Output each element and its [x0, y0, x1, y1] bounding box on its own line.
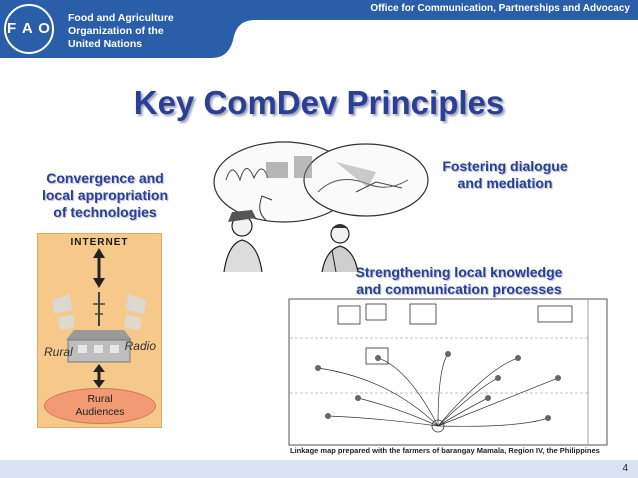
principle-knowledge-line-1: Strengthening local knowledge — [355, 264, 563, 280]
radio-tower-graphic — [52, 248, 146, 388]
principle-convergence-line-2: local appropriation — [41, 187, 168, 203]
header-band — [0, 0, 638, 62]
org-line-2: Organization of the — [68, 25, 164, 37]
page-number: 4 — [622, 463, 628, 474]
principle-convergence: Convergence and local appropriation of t… — [30, 170, 180, 221]
org-line-3: United Nations — [68, 38, 143, 50]
audience-line-2: Audiences — [75, 406, 125, 418]
org-line-1: Food and Agriculture — [68, 12, 174, 24]
principle-knowledge-line-2: and communication processes — [356, 281, 562, 297]
fao-logo: F A O — [4, 4, 54, 54]
internet-radio-diagram: INTERNET Rural Radio Rural Audiences — [37, 233, 162, 428]
dialogue-sketch-illustration — [213, 141, 429, 272]
principle-knowledge: Strengthening local knowledge and commun… — [344, 264, 574, 298]
rural-audiences-oval: Rural Audiences — [44, 388, 156, 424]
rural-word: Rural — [44, 345, 73, 359]
principle-convergence-line-3: of technologies — [53, 204, 157, 220]
principle-convergence-line-1: Convergence and — [46, 170, 164, 186]
audience-line-1: Rural — [87, 393, 113, 405]
footer-bar: 4 — [0, 460, 638, 478]
rural-audiences-label: Rural Audiences — [45, 393, 155, 419]
linkage-map-caption: Linkage map prepared with the farmers of… — [290, 446, 600, 455]
slide-title: Key ComDev Principles — [133, 84, 505, 121]
office-name: Office for Communication, Partnerships a… — [370, 3, 630, 14]
header-background — [0, 0, 638, 58]
internet-label: INTERNET — [70, 237, 129, 248]
radio-word: Radio — [124, 339, 156, 353]
fao-logo-text: F A O — [7, 20, 51, 37]
principle-dialogue-line-2: and mediation — [457, 175, 553, 191]
organization-name: Food and Agriculture Organization of the… — [68, 12, 238, 51]
linkage-map-illustration — [288, 298, 608, 446]
principle-dialogue-line-1: Fostering dialogue — [442, 158, 568, 174]
principle-dialogue: Fostering dialogue and mediation — [420, 158, 590, 192]
